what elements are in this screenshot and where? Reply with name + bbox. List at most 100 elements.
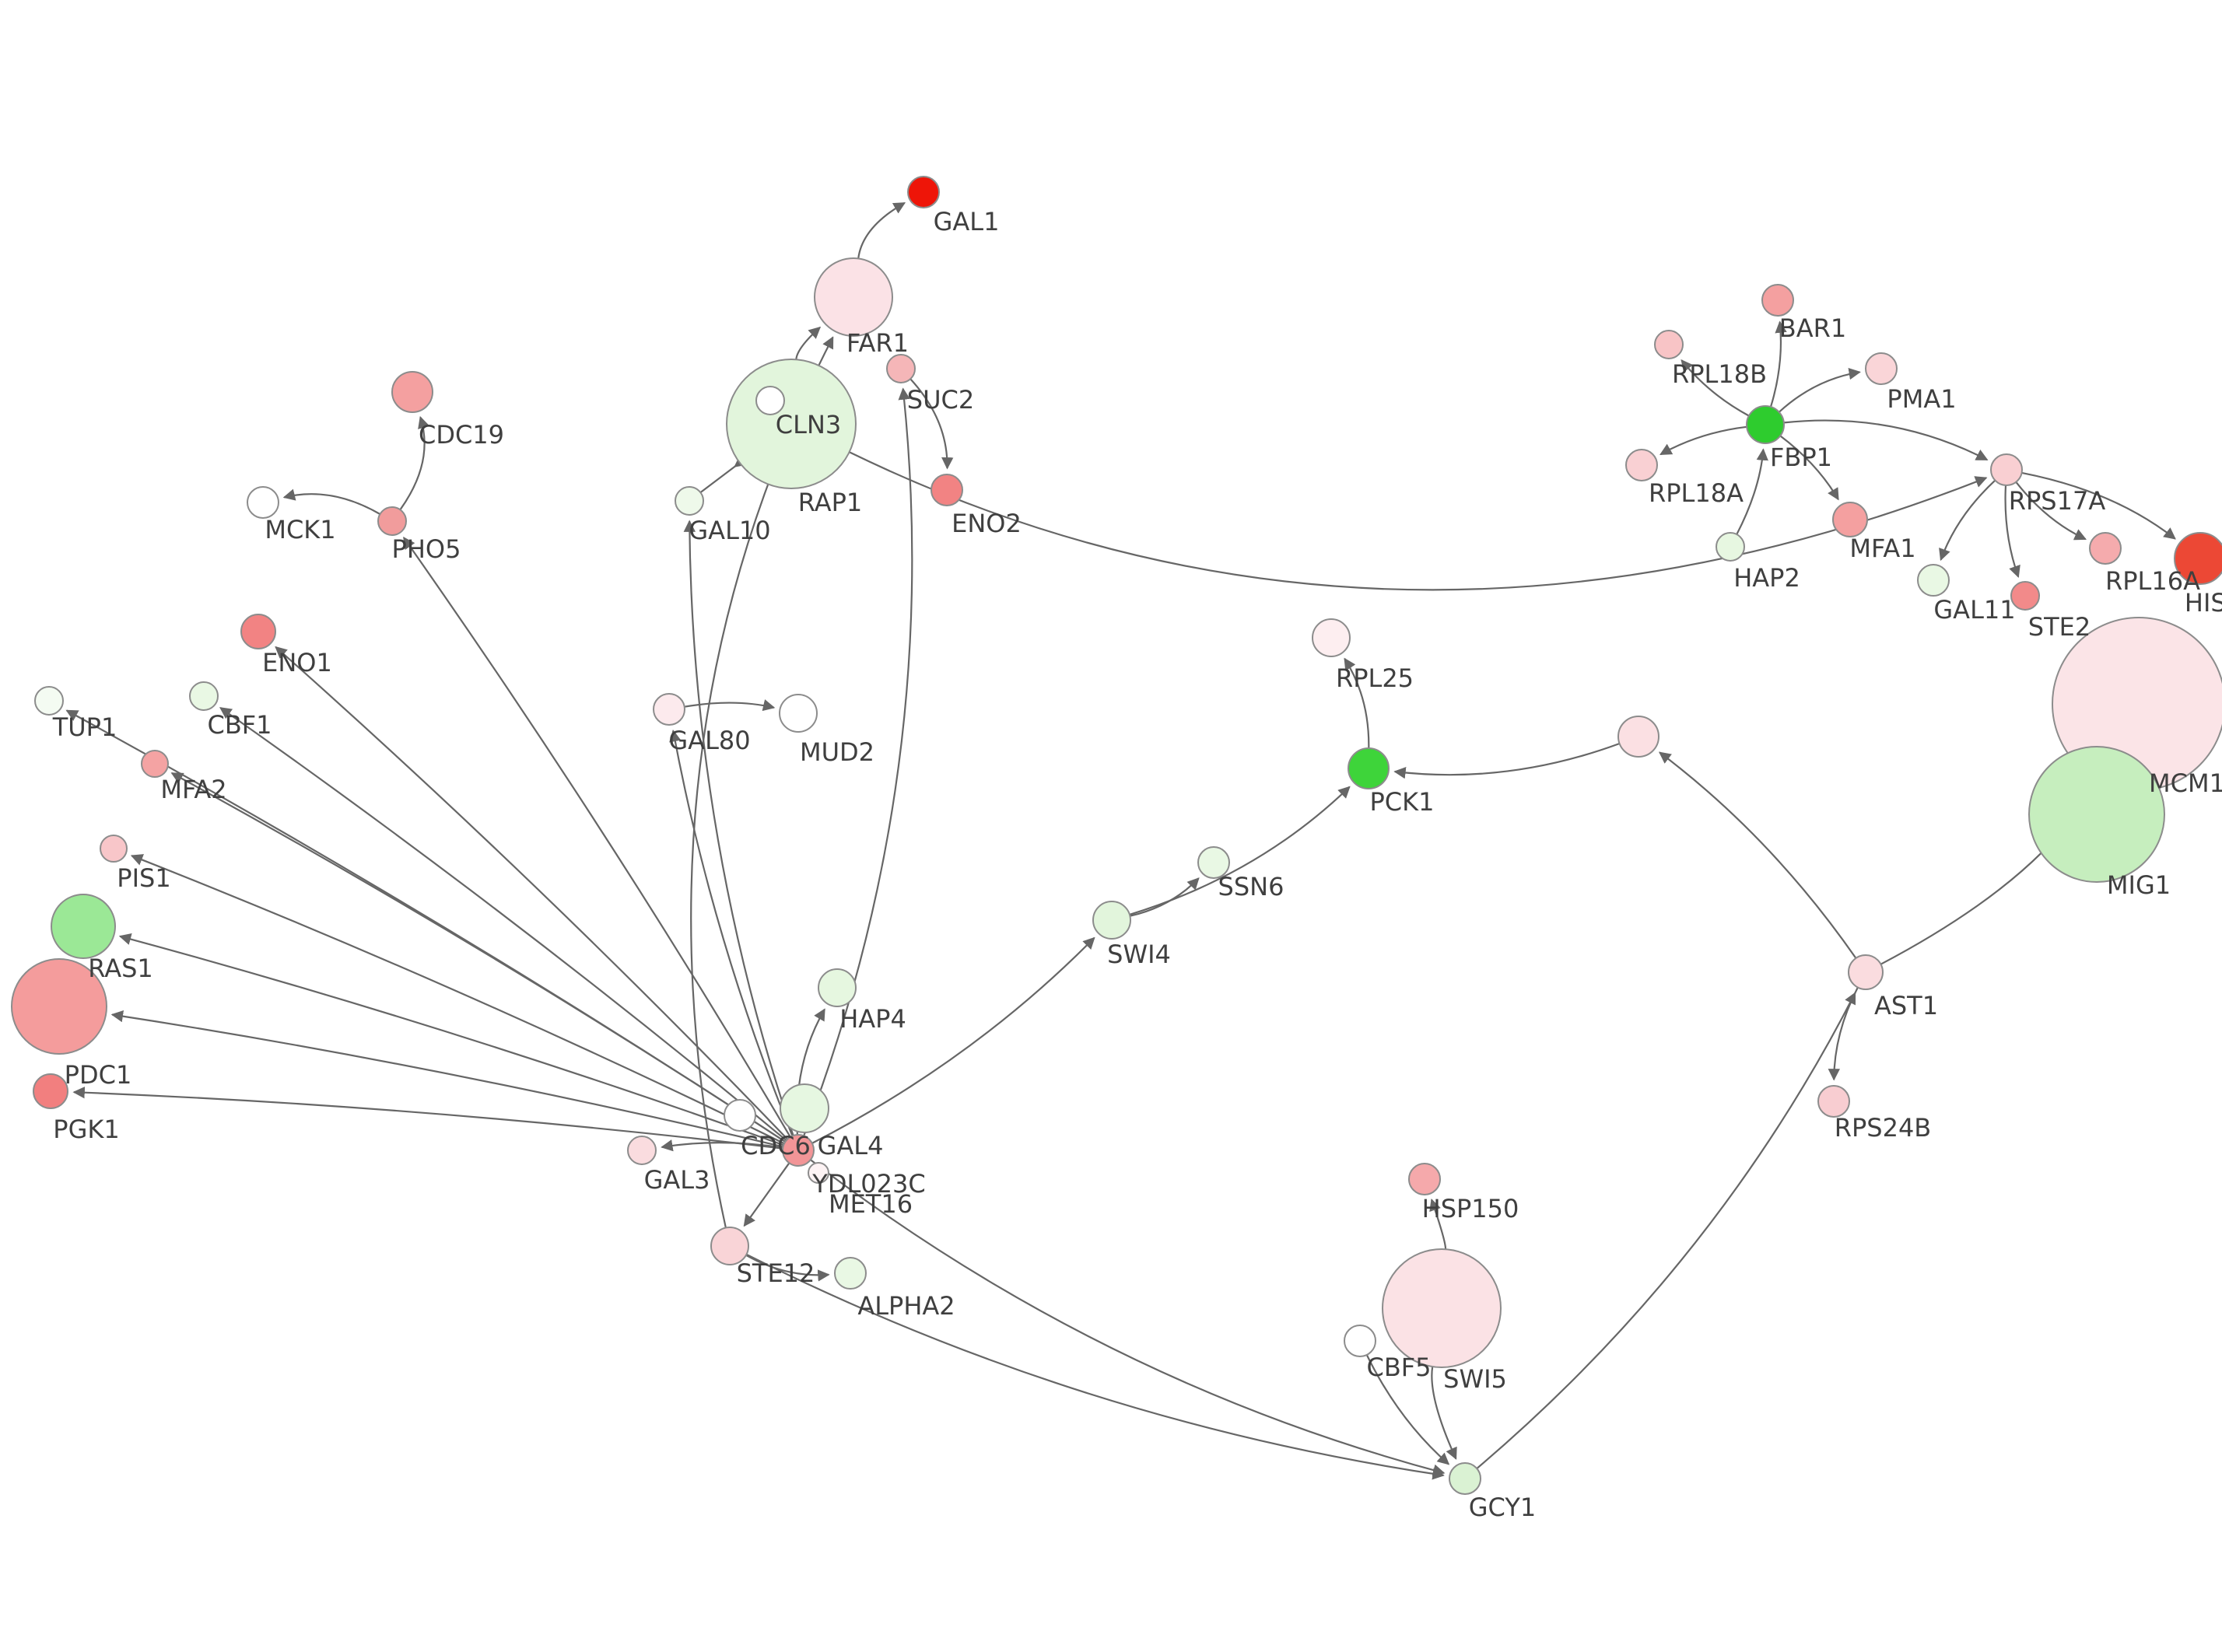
edge-swi5-hsp150: [1429, 1199, 1447, 1250]
edge-rps17a-rpl16a: [2015, 481, 2087, 541]
nodes-layer: [11, 176, 2222, 1495]
node-label-mud2: MUD2: [800, 737, 874, 767]
node-label-pho5: PHO5: [392, 534, 461, 564]
node-tup1[interactable]: [34, 686, 64, 716]
node-label-swi4: SWI4: [1107, 940, 1171, 969]
node-label-cdc6: CDC6: [741, 1131, 811, 1160]
node-label-gal1: GAL1: [934, 207, 1000, 236]
node-swi4[interactable]: [1092, 901, 1131, 940]
edge-gcy1-ast1: [1476, 992, 1856, 1469]
edge-gal4-gal3: [661, 1139, 783, 1152]
node-label-suc2: SUC2: [907, 385, 974, 415]
node-eno2[interactable]: [931, 474, 963, 506]
node-pma1[interactable]: [1865, 352, 1898, 385]
node-ste12[interactable]: [710, 1227, 749, 1265]
node-ydl023c[interactable]: [780, 1083, 829, 1133]
node-ste2[interactable]: [2010, 581, 2040, 611]
node-pdc1[interactable]: [11, 958, 107, 1055]
node-mfa1[interactable]: [1832, 502, 1868, 537]
edge-swi5-gcy1: [1431, 1366, 1457, 1460]
node-pgk1[interactable]: [33, 1073, 68, 1109]
node-cdc19[interactable]: [391, 371, 433, 413]
edge-far1-gal1: [857, 201, 906, 259]
edge-gal4-gal80: [669, 729, 794, 1136]
node-bar1[interactable]: [1761, 284, 1794, 317]
node-ast1[interactable]: [1848, 954, 1884, 990]
node-his4[interactable]: [2174, 532, 2222, 585]
node-hsp150[interactable]: [1408, 1163, 1441, 1195]
node-n1[interactable]: [1617, 716, 1659, 758]
node-label-pgk1: PGK1: [53, 1115, 119, 1144]
node-mfa2[interactable]: [141, 750, 169, 778]
node-ssn6[interactable]: [1197, 846, 1230, 879]
node-gal10[interactable]: [675, 486, 704, 516]
edge-fbp1-rpl18a: [1659, 425, 1747, 456]
node-rpl18a[interactable]: [1625, 449, 1658, 481]
node-pis1[interactable]: [100, 835, 128, 863]
node-gcy1[interactable]: [1449, 1462, 1481, 1495]
edge-pho5-mck1: [282, 488, 380, 515]
node-label-gal3: GAL3: [644, 1165, 710, 1195]
node-eno1[interactable]: [240, 614, 276, 649]
node-label-swi5: SWI5: [1443, 1364, 1507, 1394]
node-met16[interactable]: [808, 1162, 829, 1184]
node-cln3[interactable]: [755, 386, 785, 415]
node-label-ast1: AST1: [1874, 991, 1938, 1020]
node-label-bar1: BAR1: [1779, 313, 1846, 343]
edge-swi4-pck1: [1129, 786, 1351, 915]
node-gal11[interactable]: [1917, 564, 1950, 597]
edge-ast1-n1: [1658, 751, 1857, 959]
node-ras1[interactable]: [51, 894, 116, 959]
node-suc2[interactable]: [886, 354, 916, 383]
node-gal4[interactable]: [782, 1134, 815, 1167]
node-rpl18b[interactable]: [1654, 330, 1684, 359]
node-cdc6[interactable]: [724, 1099, 756, 1132]
node-mud2[interactable]: [779, 694, 818, 733]
node-mck1[interactable]: [247, 486, 279, 519]
node-rps24b[interactable]: [1817, 1085, 1850, 1118]
node-swi5[interactable]: [1382, 1248, 1502, 1368]
node-hap2[interactable]: [1716, 532, 1745, 562]
node-pho5[interactable]: [377, 506, 407, 536]
node-label-cbf1: CBF1: [207, 710, 272, 740]
edge-fbp1-pma1: [1778, 367, 1861, 413]
edge-ast1-rps24b: [1828, 986, 1859, 1081]
edge-gal4-gal10: [683, 520, 794, 1136]
edge-fbp1-mfa1: [1779, 435, 1839, 501]
node-gal80[interactable]: [653, 693, 685, 726]
node-label-met16: MET16: [829, 1189, 913, 1219]
edges-layer: [65, 201, 2176, 1480]
node-rpl25[interactable]: [1312, 618, 1351, 657]
node-label-hap2: HAP2: [1733, 563, 1800, 593]
edge-pck1-rpl25: [1344, 657, 1370, 749]
node-label-rpl18b: RPL18B: [1672, 359, 1767, 389]
node-alpha2[interactable]: [834, 1257, 867, 1290]
node-label-rpl16a: RPL16A: [2105, 566, 2200, 596]
edge-n1-pck1: [1393, 742, 1620, 779]
node-far1[interactable]: [814, 257, 893, 337]
node-pck1[interactable]: [1348, 747, 1390, 789]
node-cbf1[interactable]: [189, 681, 219, 711]
node-gal3[interactable]: [627, 1136, 657, 1165]
node-label-pck1: PCK1: [1370, 787, 1435, 817]
edge-ste12-gcy1: [746, 1253, 1445, 1480]
node-label-hap4: HAP4: [839, 1004, 906, 1034]
edge-pho5-cdc19: [399, 415, 429, 510]
node-gal1[interactable]: [907, 176, 940, 208]
node-label-ssn6: SSN6: [1218, 872, 1284, 901]
node-fbp1[interactable]: [1746, 405, 1785, 444]
node-label-pma1: PMA1: [1887, 384, 1956, 414]
node-mig1[interactable]: [2028, 746, 2165, 883]
node-rps17a[interactable]: [1990, 453, 2023, 486]
node-label-ste2: STE2: [2028, 612, 2091, 642]
node-label-gal4: GAL4: [818, 1131, 884, 1160]
node-label-far1: FAR1: [846, 328, 909, 358]
node-label-tup1: TUP1: [52, 712, 117, 742]
node-cbf5[interactable]: [1344, 1325, 1376, 1357]
node-rpl16a[interactable]: [2089, 532, 2122, 565]
edge-fbp1-bar1: [1769, 320, 1787, 408]
node-hap4[interactable]: [818, 968, 857, 1007]
